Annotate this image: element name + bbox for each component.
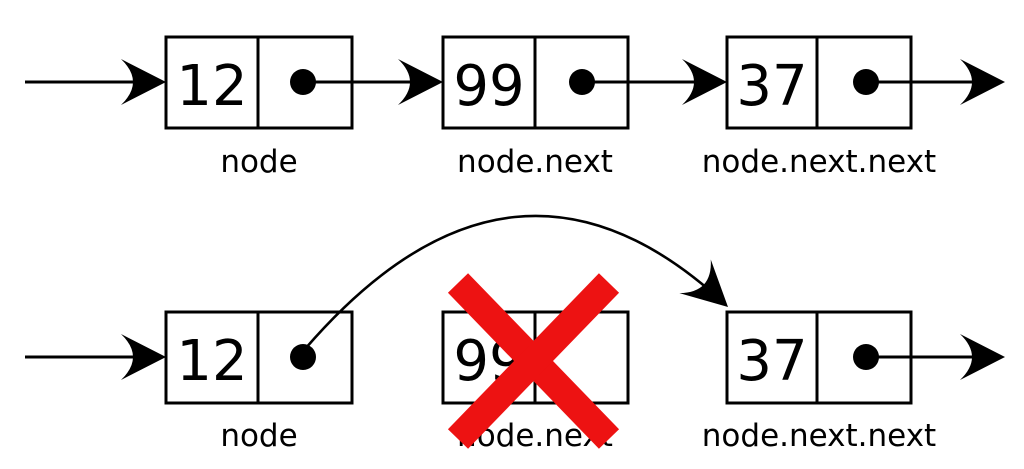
cross-bar-up xyxy=(447,273,620,449)
bypass-arrow-curve xyxy=(304,214,727,350)
node-label: node xyxy=(220,144,297,180)
node-label: node.next.next xyxy=(702,144,936,180)
node-value: 37 xyxy=(736,329,807,394)
node-box-after-99: 99 xyxy=(441,310,630,405)
node-box-before-12: 12 xyxy=(164,35,354,130)
red-cross-icon xyxy=(447,273,620,449)
node-box-before-37: 37 xyxy=(725,35,913,130)
node-label: node.next xyxy=(457,144,613,180)
after-row: 12 99 37 node node.next xyxy=(25,214,1005,454)
before-row: 12 99 37 node xyxy=(25,35,1005,180)
pointer-dot-icon xyxy=(290,344,316,370)
node-box-after-12: 12 xyxy=(164,310,354,405)
node-label: node xyxy=(220,418,297,454)
node-label: node.next.next xyxy=(702,418,936,454)
node-value: 12 xyxy=(176,54,247,119)
node-box-before-99: 99 xyxy=(441,35,630,130)
node-value: 99 xyxy=(453,54,524,119)
node-value: 37 xyxy=(736,54,807,119)
node-value: 12 xyxy=(176,329,247,394)
